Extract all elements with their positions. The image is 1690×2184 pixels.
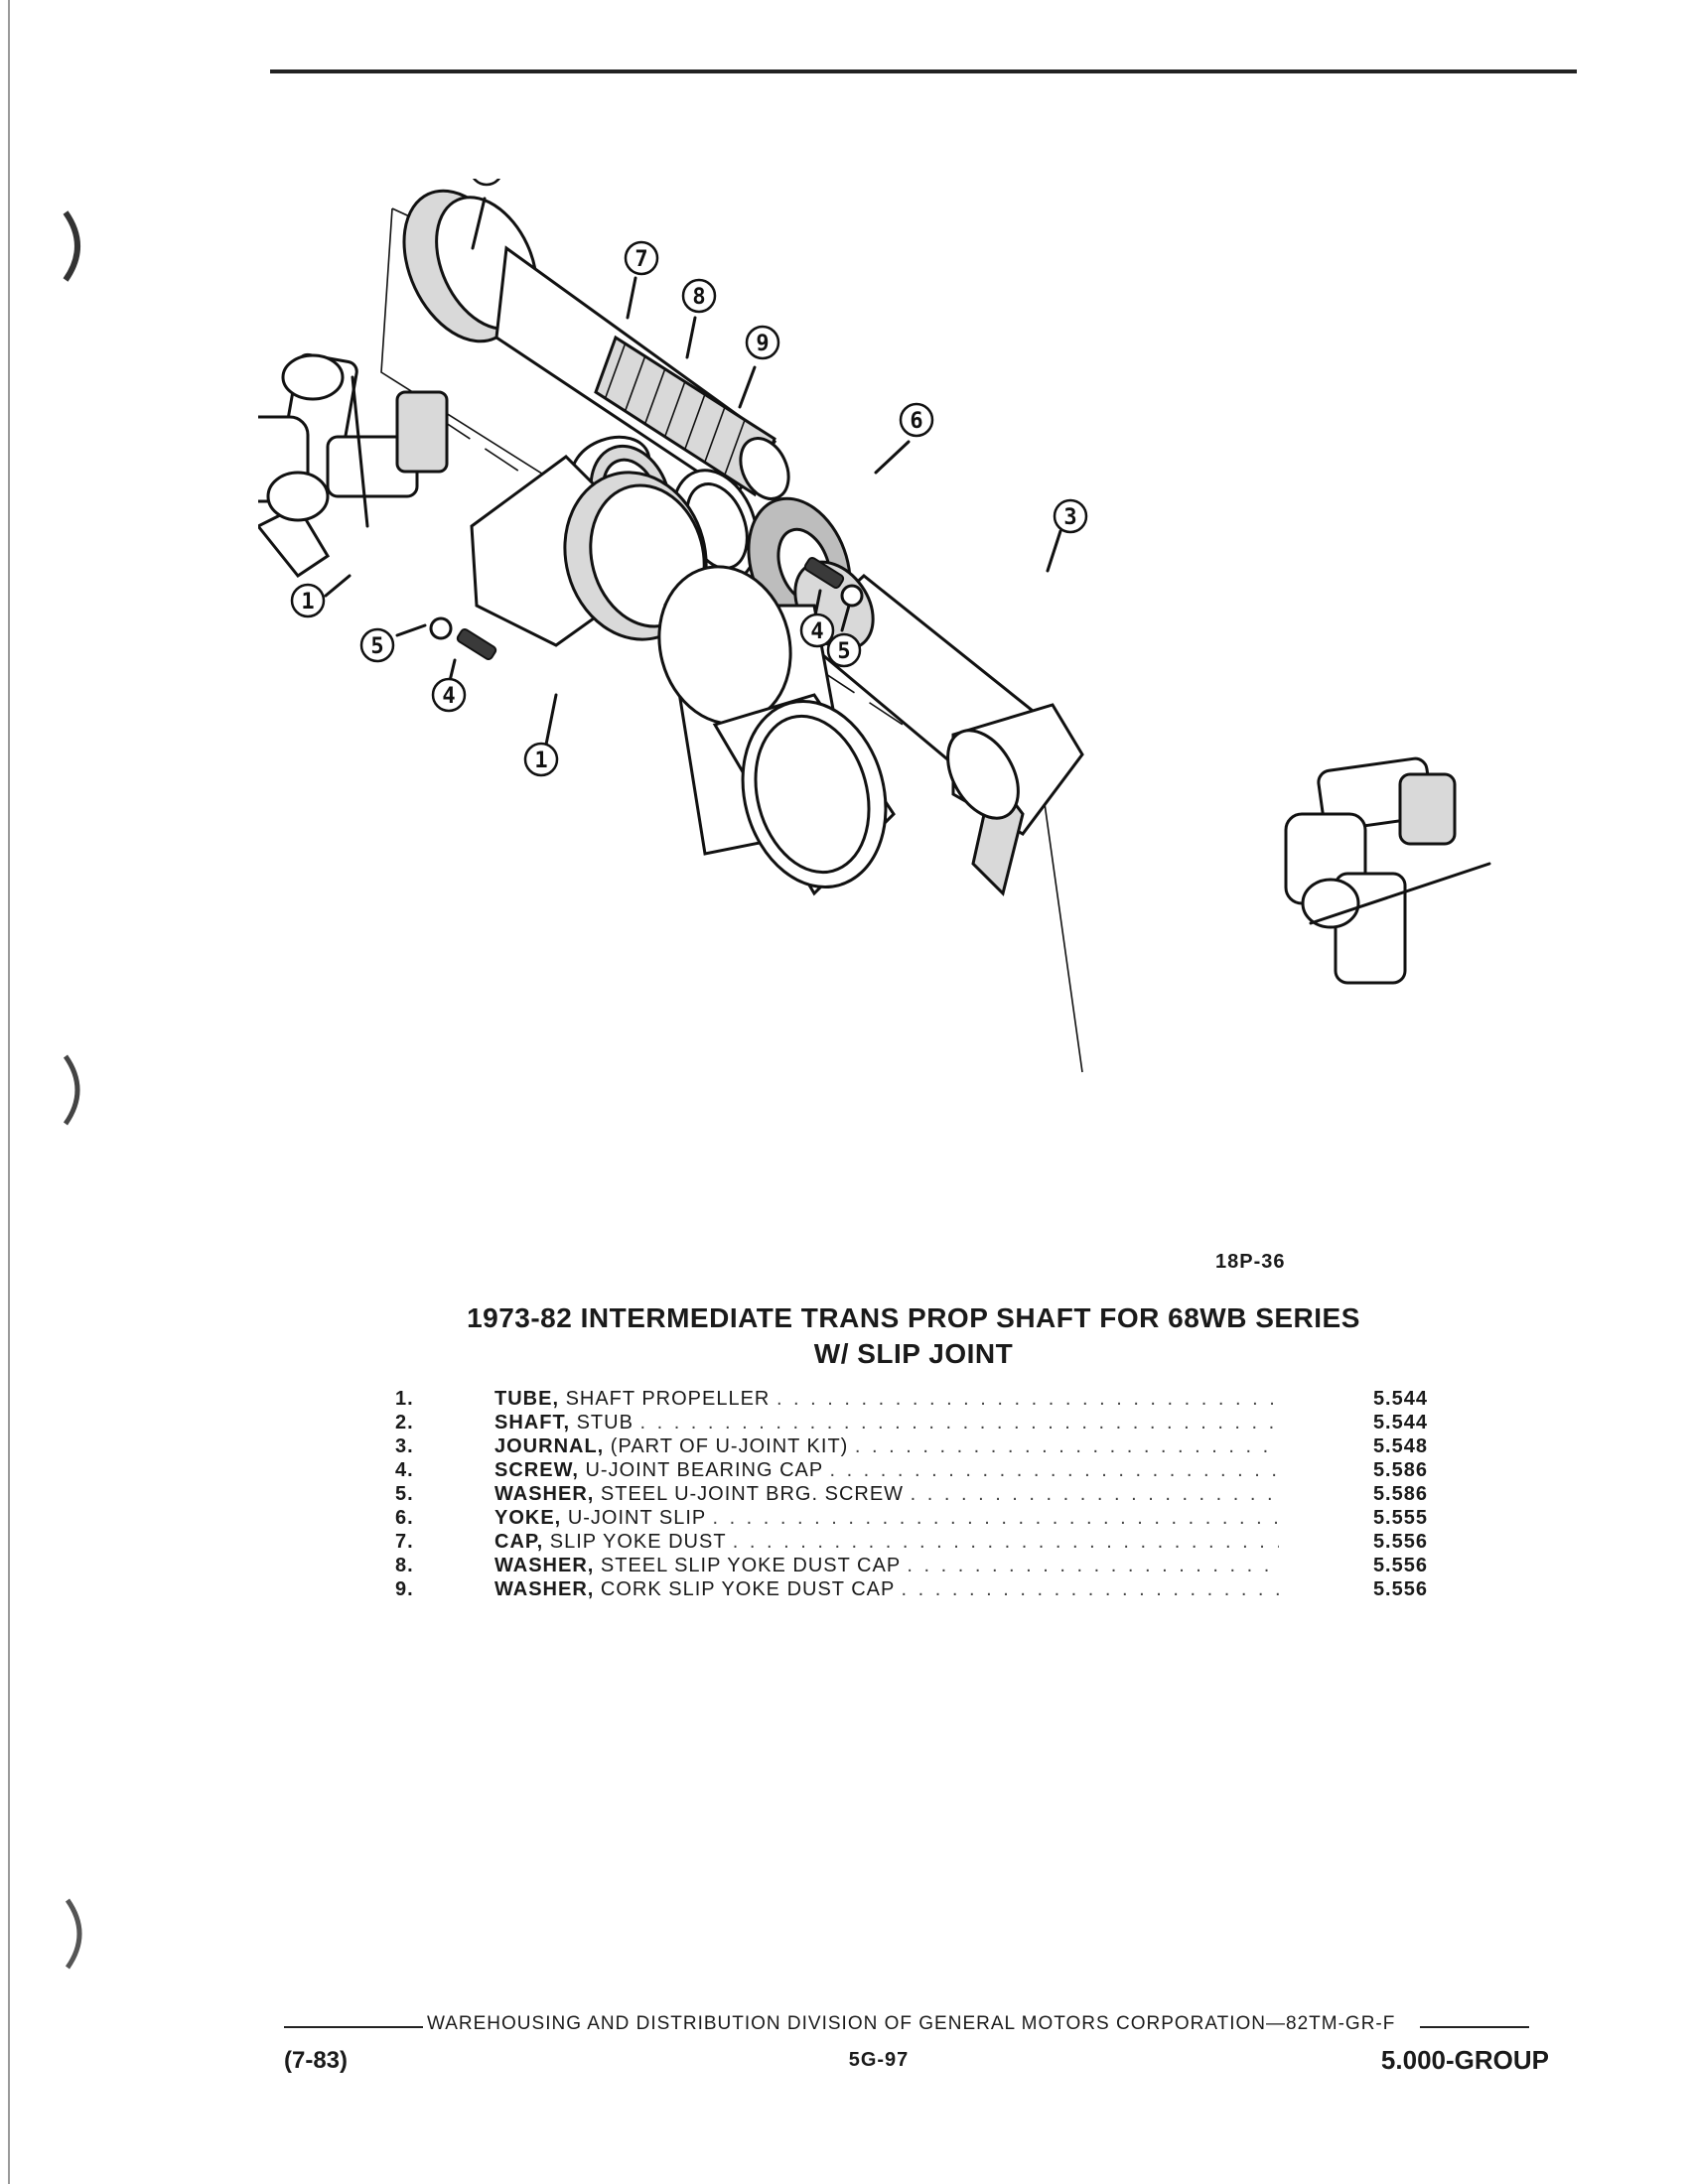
u-joint-journal-left: [258, 352, 449, 579]
part-group-number: 5.544: [1372, 1388, 1428, 1410]
svg-text:6: 6: [910, 409, 922, 434]
callout-7: 7: [624, 240, 659, 276]
callout-5-right: 5: [826, 632, 862, 668]
callout-3-right: 3: [1053, 498, 1088, 534]
callout-9: 9: [745, 325, 780, 360]
part-row: 6. YOKE, U-JOINT SLIP . . . . . . . . . …: [395, 1506, 1428, 1530]
stub-shaft: [402, 189, 790, 500]
binder-edge: [8, 0, 10, 2184]
svg-text:4: 4: [810, 619, 823, 644]
callout-4-right: 4: [799, 613, 835, 648]
footer-rule-right: [1420, 2026, 1529, 2028]
part-number: 4.: [395, 1459, 414, 1481]
part-row: 9. WASHER, CORK SLIP YOKE DUST CAP . . .…: [395, 1577, 1428, 1601]
svg-text:7: 7: [634, 247, 647, 272]
part-group-number: 5.544: [1372, 1412, 1428, 1433]
part-number: 1.: [395, 1388, 414, 1410]
footer-date: (7-83): [284, 2047, 349, 2074]
part-group-number: 5.555: [1372, 1507, 1428, 1529]
part-group-number: 5.586: [1372, 1459, 1428, 1481]
part-number: 7.: [395, 1531, 414, 1553]
part-number: 2.: [395, 1412, 414, 1433]
part-name: SHAFT, STUB . . . . . . . . . . . . . . …: [494, 1412, 1279, 1433]
binder-hole-mark-bottom: [65, 1898, 82, 1970]
part-number: 3.: [395, 1435, 414, 1457]
binder-hole-mark-middle: [63, 1054, 80, 1126]
svg-text:1: 1: [301, 590, 314, 614]
title-line-2: W/ SLIP JOINT: [813, 1338, 1014, 1369]
title-line-1: 1973-82 INTERMEDIATE TRANS PROP SHAFT FO…: [467, 1302, 1360, 1333]
exploded-view-diagram: 2 7 8 9 6 3 1 5 4 1 4 5 3: [258, 179, 1491, 1073]
footer-page-number: 5G-97: [848, 2049, 910, 2071]
callout-4-left: 4: [431, 677, 467, 713]
svg-text:3: 3: [1063, 505, 1076, 530]
part-name: YOKE, U-JOINT SLIP . . . . . . . . . . .…: [494, 1507, 1279, 1529]
part-group-number: 5.556: [1372, 1578, 1428, 1600]
screw-and-washer-right: [803, 556, 864, 608]
propeller-tube: [657, 565, 896, 896]
svg-text:8: 8: [692, 285, 705, 310]
top-rule: [270, 69, 1577, 73]
svg-text:2: 2: [480, 179, 493, 183]
part-number: 8.: [395, 1555, 414, 1576]
part-row: 1. TUBE, SHAFT PROPELLER . . . . . . . .…: [395, 1387, 1428, 1411]
binder-hole-mark-top: [63, 210, 80, 282]
part-name: TUBE, SHAFT PROPELLER . . . . . . . . . …: [494, 1388, 1279, 1410]
callout-6: 6: [899, 402, 934, 438]
figure-code: 18P-36: [1215, 1251, 1286, 1273]
part-name: SCREW, U-JOINT BEARING CAP . . . . . . .…: [494, 1459, 1279, 1481]
parts-list: 1. TUBE, SHAFT PROPELLER . . . . . . . .…: [395, 1387, 1428, 1601]
callout-8: 8: [681, 278, 717, 314]
callout-1-lower: 1: [523, 742, 559, 777]
svg-text:5: 5: [370, 634, 383, 659]
svg-text:5: 5: [837, 639, 850, 664]
part-row: 3. JOURNAL, (PART OF U-JOINT KIT) . . . …: [395, 1434, 1428, 1458]
part-group-number: 5.586: [1372, 1483, 1428, 1505]
footer-group: 5.000-GROUP: [1380, 2045, 1549, 2075]
footer-rule-left: [284, 2026, 423, 2028]
svg-text:1: 1: [534, 749, 547, 773]
part-name: JOURNAL, (PART OF U-JOINT KIT) . . . . .…: [494, 1435, 1279, 1457]
part-group-number: 5.556: [1372, 1555, 1428, 1576]
part-name: WASHER, STEEL U-JOINT BRG. SCREW . . . .…: [494, 1483, 1279, 1505]
shaft-centerline: [436, 416, 994, 785]
callout-1-upper: 1: [290, 583, 326, 618]
part-row: 2. SHAFT, STUB . . . . . . . . . . . . .…: [395, 1411, 1428, 1434]
part-number: 9.: [395, 1578, 414, 1600]
part-row: 4. SCREW, U-JOINT BEARING CAP . . . . . …: [395, 1458, 1428, 1482]
part-name: CAP, SLIP YOKE DUST . . . . . . . . . . …: [494, 1531, 1279, 1553]
part-name: WASHER, CORK SLIP YOKE DUST CAP . . . . …: [494, 1578, 1279, 1600]
callout-2: 2: [472, 179, 501, 187]
part-row: 8. WASHER, STEEL SLIP YOKE DUST CAP . . …: [395, 1554, 1428, 1577]
screw-and-washer-left: [429, 616, 497, 661]
svg-text:9: 9: [756, 332, 769, 356]
part-number: 5.: [395, 1483, 414, 1505]
callout-5-left: 5: [359, 627, 395, 663]
part-row: 7. CAP, SLIP YOKE DUST . . . . . . . . .…: [395, 1530, 1428, 1554]
part-name: WASHER, STEEL SLIP YOKE DUST CAP . . . .…: [494, 1555, 1279, 1576]
footer-division: WAREHOUSING AND DISTRIBUTION DIVISION OF…: [425, 2013, 1398, 2035]
svg-text:4: 4: [442, 684, 455, 709]
leader-arrows: [324, 197, 1062, 747]
part-row: 5. WASHER, STEEL U-JOINT BRG. SCREW . . …: [395, 1482, 1428, 1506]
part-group-number: 5.556: [1372, 1531, 1428, 1553]
part-number: 6.: [395, 1507, 414, 1529]
page-title: 1973-82 INTERMEDIATE TRANS PROP SHAFT FO…: [417, 1300, 1410, 1372]
u-joint-journal-right: [1284, 756, 1491, 985]
part-group-number: 5.548: [1372, 1435, 1428, 1457]
